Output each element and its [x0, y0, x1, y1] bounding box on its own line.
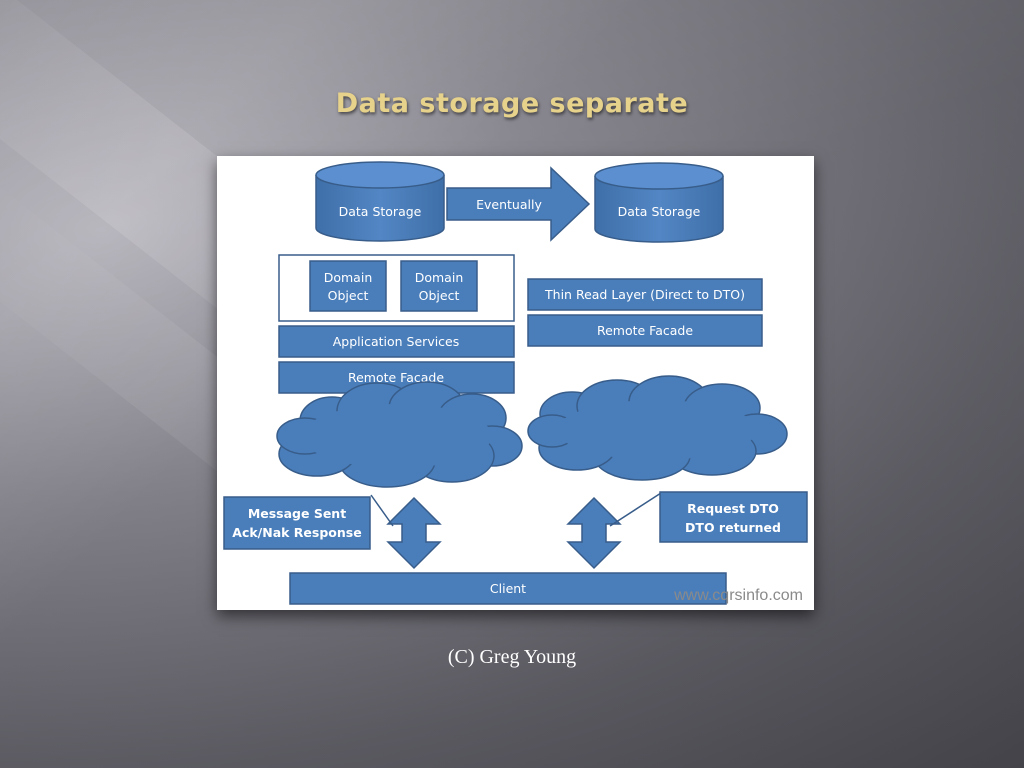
- remote-facade-right-label: Remote Facade: [597, 323, 693, 338]
- message-callout-pointer: [370, 494, 394, 527]
- thin-read-layer-box: Thin Read Layer (Direct to DTO): [527, 278, 763, 311]
- request-callout-line-2: DTO returned: [685, 520, 781, 535]
- watermark-text: www.cqrsinfo.com: [673, 587, 803, 604]
- thin-read-layer-label: Thin Read Layer (Direct to DTO): [544, 287, 745, 302]
- right-data-storage-cylinder: Data Storage: [594, 162, 724, 243]
- message-callout-line-1: Message Sent: [248, 506, 346, 521]
- message-callout-line-2: Ack/Nak Response: [232, 525, 361, 540]
- remote-facade-left-label: Remote Facade: [348, 370, 444, 385]
- right-double-arrow: [566, 496, 622, 570]
- slide-title: Data storage separate: [335, 88, 689, 119]
- domain-object-1-line-1: Domain: [324, 270, 373, 285]
- application-services-box: Application Services: [278, 325, 515, 358]
- eventually-arrow: Eventually: [446, 166, 591, 242]
- left-data-storage-label: Data Storage: [339, 204, 422, 219]
- left-double-arrow: [386, 496, 442, 570]
- client-label: Client: [490, 581, 526, 596]
- client-box: Client: [289, 572, 727, 605]
- domain-object-1: Domain Object: [309, 260, 387, 312]
- message-callout-box: Message Sent Ack/Nak Response: [223, 496, 371, 550]
- domain-object-2-line-2: Object: [419, 288, 460, 303]
- remote-facade-right-box: Remote Facade: [527, 314, 763, 347]
- request-callout-pointer: [609, 492, 662, 527]
- request-callout-line-1: Request DTO: [687, 501, 779, 516]
- right-network-cloud: [527, 375, 788, 481]
- application-services-label: Application Services: [333, 334, 460, 349]
- domain-object-2: Domain Object: [400, 260, 478, 312]
- domain-object-1-line-2: Object: [328, 288, 369, 303]
- copyright-caption: (C) Greg Young: [447, 646, 577, 668]
- right-data-storage-label: Data Storage: [618, 204, 701, 219]
- left-data-storage-cylinder: Data Storage: [315, 161, 445, 242]
- eventually-label: Eventually: [476, 197, 542, 212]
- left-network-cloud: [276, 381, 523, 488]
- architecture-diagram: Data Storage Eventually Data Storage Dom…: [217, 156, 814, 610]
- request-callout-box: Request DTO DTO returned: [659, 491, 808, 543]
- domain-object-2-line-1: Domain: [415, 270, 464, 285]
